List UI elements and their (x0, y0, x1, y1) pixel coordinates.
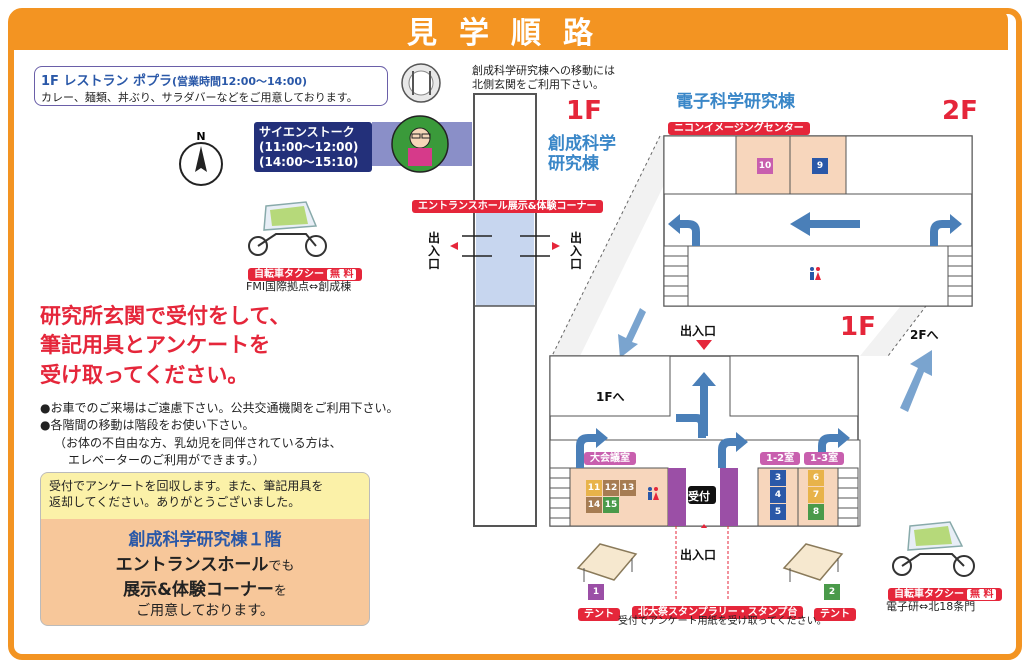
restaurant-hours: (営業時間12:00〜14:00) (171, 75, 308, 88)
stamp-note: 受付でアンケート用紙を受け取ってください。 (618, 616, 827, 627)
room-14: 14 (586, 497, 602, 513)
souse-floor-label: 1F (566, 96, 602, 126)
bicycle-taxi-route-left: FMI国際拠点⇔創成棟 (246, 280, 352, 293)
souse-building-outline (473, 93, 537, 527)
room-8: 8 (808, 504, 824, 520)
room-5: 5 (770, 504, 786, 520)
title-bar: 見学順路 (14, 10, 1008, 51)
bicycle-taxi-badge-right: 自転車タクシー無 料 (888, 582, 1003, 601)
to-2f-label: 2Fへ (910, 328, 939, 342)
room-7: 7 (808, 487, 824, 503)
stamp-guide-lines (675, 526, 729, 600)
room-10: 10 (757, 158, 773, 174)
bicycle-taxi-badge-left: 自転車タクシー無 料 (248, 262, 363, 281)
room-12: 12 (603, 480, 619, 496)
entrance-bottom-label: 出入口 (680, 548, 717, 562)
tent-2-badge: テント (814, 602, 856, 621)
bicycle-taxi-icon-right (892, 521, 975, 577)
entrance-hall-badge: エントランスホール展示&体験コーナー (412, 194, 603, 213)
tent-2-number: 2 (824, 584, 840, 600)
tent-1-number: 1 (588, 584, 604, 600)
nikon-center-badge: ニコンイメージングセンター (668, 116, 810, 135)
restaurant-name: 1F レストラン ポプラ (41, 74, 172, 89)
room-15: 15 (603, 497, 619, 513)
north-label: N (196, 130, 205, 143)
to-1f-label: 1Fへ (596, 390, 625, 404)
room-13: 13 (620, 480, 636, 496)
room-9: 9 (812, 158, 828, 174)
science-talk-box: サイエンストーク (11:00〜12:00) (14:00〜15:10) (254, 122, 372, 172)
floor-2f-label: 2F (942, 96, 978, 126)
visitor-notes: ●お車でのご来場はご遠慮下さい。公共交通機関をご利用下さい。 ●各階間の移動は階… (40, 401, 399, 468)
entrance-hall-area (476, 210, 534, 306)
notice-bottom: 創成科学研究棟１階 エントランスホールでも 展示&体験コーナーを ご用意しており… (115, 530, 295, 619)
restaurant-info-box: 1F レストラン ポプラ(営業時間12:00〜14:00) カレー、麺類、丼ぶり… (34, 66, 388, 106)
science-talk-presenter-icon (372, 115, 472, 173)
notice-box: 受付でアンケートを回収します。また、筆記用具を 返却してください。ありがとうござ… (40, 472, 370, 626)
daikaigi-label: 大会議室 (584, 446, 636, 465)
move-note: 創成科学研究棟への移動には 北側玄関をご利用下さい。 (472, 64, 615, 91)
reception-label: 受付 (688, 490, 710, 503)
room-6: 6 (808, 470, 824, 486)
souse-door-right: 出入口 (570, 231, 583, 272)
restroom-icon-2f (810, 267, 821, 280)
reception-desk (688, 486, 716, 504)
restaurant-menu: カレー、麺類、丼ぶり、サラダバーなどをご用意しております。 (41, 91, 358, 104)
room-13-label: 1-3室 (804, 446, 845, 465)
room-3: 3 (770, 470, 786, 486)
souse-building-map (450, 93, 560, 527)
bicycle-taxi-icon-left (248, 201, 327, 257)
page-title: 見学順路 (407, 16, 615, 51)
stamp-rally-badge: 北大祭スタンプラリー・スタンプ台 (632, 600, 804, 619)
restroom-icon-1f (648, 487, 659, 500)
tent-icon-2 (782, 543, 844, 582)
room-12-label: 1-2室 (760, 446, 801, 465)
floor-1f-label: 1F (840, 312, 876, 342)
room-4: 4 (770, 487, 786, 503)
denshi-building-name: 電子科学研究棟 (676, 92, 795, 112)
bicycle-taxi-route-right: 電子研⇔北18条門 (886, 600, 976, 613)
notice-top: 受付でアンケートを回収します。また、筆記用具を 返却してください。ありがとうござ… (41, 473, 369, 519)
room-11: 11 (586, 480, 602, 496)
souse-building-name: 創成科学 研究棟 (548, 134, 616, 175)
reception-instructions: 研究所玄関で受付をして、 筆記用具とアンケートを 受け取ってください。 (40, 304, 291, 387)
plate-icon (401, 63, 441, 103)
tent-1-badge: テント (578, 602, 620, 621)
entrance-top-label: 出入口 (680, 324, 717, 338)
souse-door-left: 出入口 (428, 231, 441, 272)
tent-icon-1 (576, 543, 638, 582)
north-compass-icon: N (179, 130, 223, 186)
